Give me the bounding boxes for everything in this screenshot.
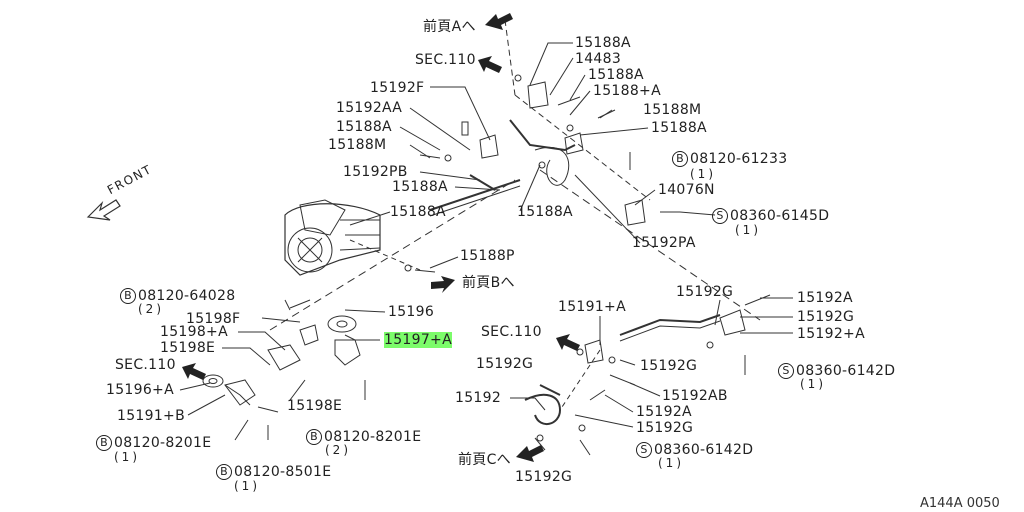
label-15197plusa-highlighted: 15197+A bbox=[384, 332, 452, 348]
arrow-prev-a bbox=[485, 13, 513, 30]
label-15188a-under: 15188A bbox=[517, 204, 573, 220]
label-15196plusa: 15196+A bbox=[106, 382, 174, 398]
label-15198plusa: 15198+A bbox=[160, 324, 228, 340]
label-ref-prev-a: 前頁Aへ bbox=[423, 19, 476, 35]
label-ref-prev-c: 前頁Cへ bbox=[458, 452, 511, 468]
qty-b-08120-61233: (1) bbox=[690, 167, 716, 181]
front-arrow bbox=[86, 199, 121, 221]
arrow-sec110-mid bbox=[556, 334, 580, 351]
label-ref-prev-b: 前頁Bへ bbox=[462, 275, 515, 291]
label-15192a-top: 15192A bbox=[797, 290, 853, 306]
label-sec110-top: SEC.110 bbox=[415, 52, 476, 68]
label-15198e-top: 15198E bbox=[160, 340, 216, 356]
label-14076n: 14076N bbox=[658, 182, 715, 198]
label-15188a-mid: 15188A bbox=[392, 179, 448, 195]
label-15192a-mid: 15192A bbox=[636, 404, 692, 420]
qty-b-08120-8201e-2: (2) bbox=[325, 443, 351, 457]
qty-b-08120-64028: (2) bbox=[138, 302, 164, 316]
label-15188a-left: 15188A bbox=[336, 119, 392, 135]
label-15191plusa: 15191+A bbox=[558, 299, 626, 315]
label-15198e-bottom: 15198E bbox=[287, 398, 343, 414]
label-15192plusa: 15192+A bbox=[797, 326, 865, 342]
label-15188a-3: 15188A bbox=[651, 120, 707, 136]
label-15196: 15196 bbox=[388, 304, 435, 320]
label-15192g-top: 15192G bbox=[676, 284, 734, 300]
label-15192ab: 15192AB bbox=[662, 388, 728, 404]
label-15192g-3: 15192G bbox=[636, 420, 694, 436]
label-15198f: 15198F bbox=[186, 311, 241, 327]
label-15192g-bottom: 15192G bbox=[515, 469, 573, 485]
bolt-prefix-icon: B bbox=[306, 429, 322, 445]
ref-line-right bbox=[539, 169, 761, 321]
ref-line-main bbox=[269, 179, 516, 331]
arrow-prev-c bbox=[516, 445, 544, 462]
qty-s-08360-6145d: (1) bbox=[735, 223, 761, 237]
label-15192pb: 15192PB bbox=[343, 164, 408, 180]
bolt-prefix-icon: B bbox=[672, 151, 688, 167]
qty-s-08360-6142d-1: (1) bbox=[800, 377, 826, 391]
catalog-code: A144A 0050 bbox=[920, 496, 1000, 511]
bolt-prefix-icon: B bbox=[96, 435, 112, 451]
label-15188m-right: 15188M bbox=[643, 102, 702, 118]
bolt-prefix-icon: B bbox=[120, 288, 136, 304]
bolt-prefix-icon: B bbox=[216, 464, 232, 480]
ref-line-prev-a bbox=[504, 19, 516, 96]
qty-b-08120-8201e-1: (1) bbox=[114, 450, 140, 464]
label-15192g-2: 15192G bbox=[640, 358, 698, 374]
arrow-sec110-left bbox=[182, 363, 206, 380]
label-15188m-left: 15188M bbox=[328, 137, 387, 153]
label-15192: 15192 bbox=[455, 390, 502, 406]
label-15188a-center: 15188A bbox=[390, 204, 446, 220]
qty-b-08120-8501e: (1) bbox=[234, 479, 260, 493]
label-15188a-2: 15188A bbox=[588, 67, 644, 83]
label-15192pa: 15192PA bbox=[632, 235, 696, 251]
label-sec110-mid: SEC.110 bbox=[481, 324, 542, 340]
screw-prefix-icon: S bbox=[712, 208, 728, 224]
label-sec110-left: SEC.110 bbox=[115, 357, 176, 373]
arrow-prev-b bbox=[431, 276, 455, 293]
label-15188a-1: 15188A bbox=[575, 35, 631, 51]
arrow-sec110-top bbox=[478, 56, 502, 73]
screw-prefix-icon: S bbox=[778, 363, 794, 379]
label-15192f: 15192F bbox=[370, 80, 425, 96]
label-15192g-1: 15192G bbox=[476, 356, 534, 372]
label-15192g-right: 15192G bbox=[797, 309, 855, 325]
label-15192aa: 15192AA bbox=[336, 100, 403, 116]
qty-s-08360-6142d-2: (1) bbox=[658, 456, 684, 470]
label-15191plusb: 15191+B bbox=[117, 408, 185, 424]
label-14483: 14483 bbox=[575, 51, 622, 67]
screw-prefix-icon: S bbox=[636, 442, 652, 458]
label-15188p: 15188P bbox=[460, 248, 515, 264]
label-15188plusa-top: 15188+A bbox=[593, 83, 661, 99]
